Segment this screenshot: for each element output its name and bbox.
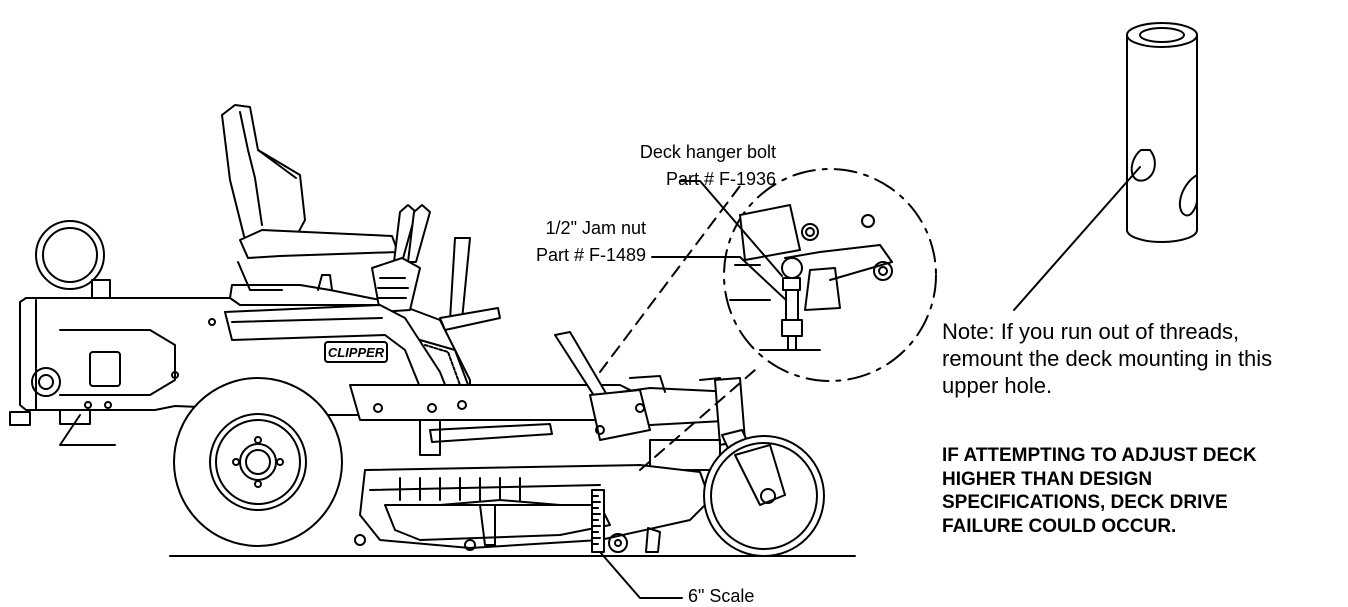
threads-note: Note: If you run out of threads, remount… [942, 318, 1348, 399]
warning-line: HIGHER THAN DESIGN [942, 468, 1153, 490]
rear-wheel [173, 377, 343, 547]
lift-linkage [349, 331, 746, 471]
note-leader [1013, 166, 1141, 311]
note-line: upper hole. [942, 373, 1053, 398]
front-caster-wheel [703, 429, 825, 557]
jam-nut-label: 1/2" Jam nut [545, 218, 646, 238]
seat-icon [221, 104, 399, 291]
fender: CLIPPER [224, 304, 471, 413]
jam-nut-part: Part # F-1489 [535, 245, 646, 265]
deck-warning: IF ATTEMPTING TO ADJUST DECK HIGHER THAN… [942, 444, 1348, 538]
brand-badge: CLIPPER [328, 345, 385, 360]
six-inch-scale [591, 489, 605, 553]
warning-line: FAILURE COULD OCCUR. [942, 515, 1177, 537]
mower-deck [354, 464, 711, 553]
scale-leader [599, 551, 683, 599]
note-line: Note: If you run out of threads, [942, 319, 1240, 344]
control-levers [317, 204, 501, 331]
hanger-bolt-label: Deck hanger bolt [639, 142, 776, 162]
scale-label: 6" Scale [688, 586, 755, 606]
hanger-bolt-part: Part # F-1936 [665, 169, 776, 189]
hanger-bolt-leader [679, 180, 783, 277]
pin-icon [1126, 22, 1198, 243]
warning-line: SPECIFICATIONS, DECK DRIVE [942, 492, 1228, 513]
jam-nut-leader [651, 256, 787, 301]
detail-circle [599, 168, 937, 471]
headlight-icon [35, 220, 111, 301]
warning-line: IF ATTEMPTING TO ADJUST DECK [942, 445, 1257, 466]
note-line: remount the deck mounting in this [942, 346, 1273, 371]
